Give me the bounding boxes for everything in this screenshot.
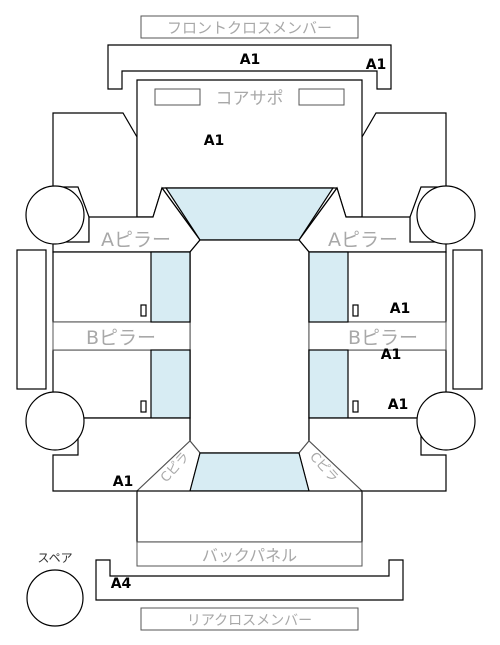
left-a-pillar-label: Aピラー bbox=[101, 229, 171, 251]
damage-mark-right-b-pillar: A1 bbox=[381, 347, 402, 363]
rear-bumper[interactable] bbox=[95, 559, 404, 601]
damage-mark-right-rear-door: A1 bbox=[388, 397, 409, 413]
right-b-pillar[interactable] bbox=[308, 321, 447, 351]
right-front-door-handle bbox=[352, 304, 359, 317]
right-b-pillar-label: Bピラー bbox=[348, 327, 418, 349]
left-front-door-handle bbox=[140, 304, 147, 317]
left-b-pillar-label: Bピラー bbox=[86, 327, 156, 349]
back-panel[interactable] bbox=[136, 541, 363, 567]
right-front-wheel[interactable] bbox=[416, 185, 476, 245]
left-front-window[interactable] bbox=[150, 251, 191, 323]
left-rear-wheel[interactable] bbox=[25, 391, 85, 451]
damage-mark-hood: A1 bbox=[204, 133, 225, 149]
right-rear-door-handle bbox=[352, 400, 359, 413]
left-b-pillar[interactable] bbox=[52, 321, 191, 351]
rear-window[interactable] bbox=[189, 452, 310, 492]
left-side-sill[interactable] bbox=[16, 249, 47, 390]
damage-mark-rear-left: A1 bbox=[113, 474, 134, 490]
right-rear-window[interactable] bbox=[308, 349, 349, 419]
front-cross-member-box[interactable] bbox=[140, 15, 359, 39]
right-front-window[interactable] bbox=[308, 251, 349, 323]
right-rear-wheel[interactable] bbox=[416, 391, 476, 451]
left-rear-window[interactable] bbox=[150, 349, 191, 419]
back-panel-label: バックパネル bbox=[202, 546, 297, 565]
roof[interactable] bbox=[189, 239, 310, 454]
rear-cross-member-box[interactable] bbox=[140, 607, 359, 631]
right-a-pillar-label: Aピラー bbox=[328, 229, 398, 251]
left-front-wheel[interactable] bbox=[25, 185, 85, 245]
core-support-label: コアサポ bbox=[216, 89, 284, 109]
front-cross-member-label: フロントクロスメンバー bbox=[167, 19, 332, 37]
left-rear-door-handle bbox=[140, 400, 147, 413]
damage-mark-trunk-floor: A4 bbox=[111, 576, 132, 592]
rear-cross-member-label: リアクロスメンバー bbox=[187, 613, 312, 629]
damage-mark-front-member: A1 bbox=[240, 52, 261, 68]
front-bumper[interactable] bbox=[107, 44, 392, 90]
spare-tire[interactable] bbox=[26, 569, 84, 627]
right-headlight[interactable] bbox=[298, 88, 345, 106]
damage-mark-right-front-door: A1 bbox=[390, 301, 411, 317]
left-headlight[interactable] bbox=[154, 88, 201, 106]
spare-label: スペア bbox=[37, 551, 72, 565]
damage-mark-front-member-corner: A1 bbox=[366, 57, 387, 73]
right-side-sill[interactable] bbox=[452, 249, 483, 390]
trunk-lid[interactable] bbox=[136, 490, 363, 543]
